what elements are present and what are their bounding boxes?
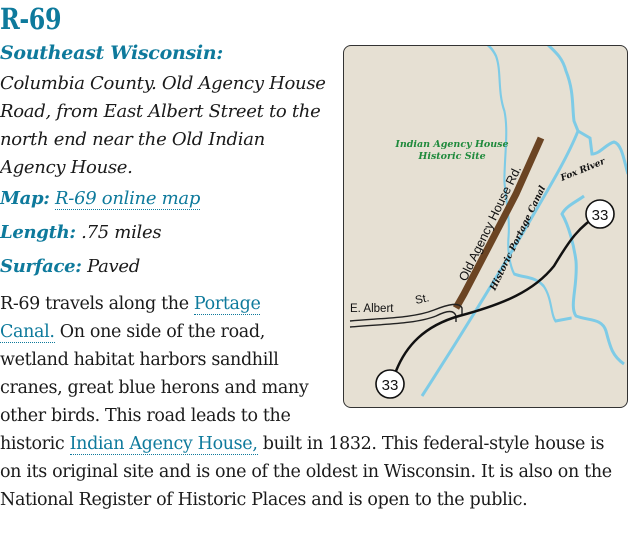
- svg-text:33: 33: [592, 207, 609, 224]
- length-label: Length:: [0, 222, 76, 243]
- highway-33-shield-bottom: 33: [375, 369, 405, 399]
- route-map: 33 33 Indian Agency House Historic Site …: [343, 45, 628, 408]
- highway-33-shield-top: 33: [585, 199, 615, 229]
- site-label-line1: Indian Agency House: [394, 139, 508, 150]
- street-label-st: St.: [414, 292, 430, 307]
- body-text-4: built in 1832. This federal-style house …: [0, 434, 612, 510]
- body-text-2: On one side of the road, wetland habitat…: [0, 322, 309, 426]
- site-label-line2: Historic Site: [417, 151, 485, 162]
- river-label: Fox River: [558, 156, 607, 184]
- map-label: Map:: [0, 188, 50, 209]
- body-text-1: R-69 travels along the: [0, 294, 194, 314]
- road-label: Old Agency House Rd.: [456, 164, 524, 284]
- historic-portage-canal: [420, 46, 580, 397]
- portage-canal-link[interactable]: Portage Canal.: [0, 294, 261, 343]
- length-row: Length: .75 miles: [0, 222, 162, 243]
- length-value: .75 miles: [81, 222, 162, 243]
- indian-agency-house-link[interactable]: Indian Agency House,: [69, 434, 258, 455]
- body-paragraph: R-69 travels along the Portage Canal. On…: [0, 290, 320, 430]
- online-map-link[interactable]: R-69 online map: [55, 188, 201, 210]
- surface-value: Paved: [87, 256, 140, 277]
- map-graphic: 33 33 Indian Agency House Historic Site …: [349, 46, 627, 399]
- map-row: Map: R-69 online map: [0, 188, 201, 210]
- street-label-east-albert: E. Albert: [350, 303, 394, 315]
- svg-text:33: 33: [382, 377, 399, 394]
- body-paragraph-continued: historic Indian Agency House, built in 1…: [0, 430, 630, 514]
- surface-row: Surface: Paved: [0, 256, 140, 277]
- region-heading: Southeast Wisconsin:: [0, 42, 224, 64]
- page-title: R-69: [0, 2, 62, 36]
- old-agency-house-road: [452, 136, 545, 310]
- surface-label: Surface:: [0, 256, 82, 277]
- body-text-3: historic: [0, 434, 70, 454]
- highway-33: [394, 212, 601, 372]
- route-description: Columbia County. Old Agency House Road, …: [0, 73, 326, 178]
